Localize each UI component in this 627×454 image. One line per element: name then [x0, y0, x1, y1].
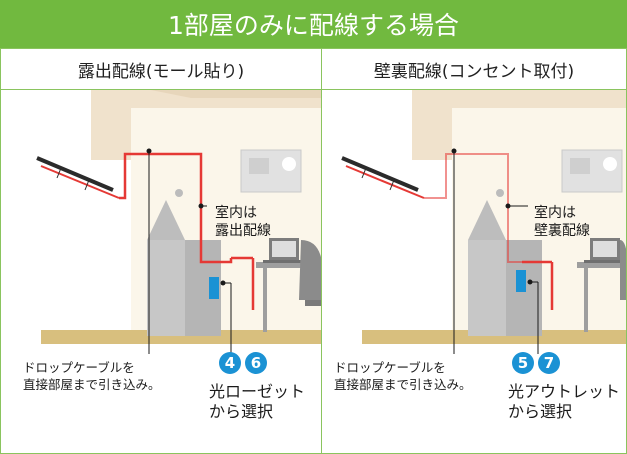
- panel-header: 露出配線(モール貼り): [1, 49, 321, 90]
- hikari-rosette-icon: [209, 277, 219, 299]
- desk: [256, 262, 321, 268]
- room-illustration-exposed: [36, 90, 321, 354]
- badge-number: 7: [538, 352, 560, 374]
- product-badges: 5 7: [512, 352, 560, 374]
- selection-caption: 光ローゼット から選択: [209, 382, 306, 421]
- indoor-cable: [119, 152, 233, 264]
- page-title: 1部屋のみに配線する場合: [0, 0, 627, 48]
- badge-number: 6: [245, 352, 267, 374]
- desk: [577, 262, 626, 268]
- chair: [620, 240, 626, 300]
- cabinet: [468, 240, 506, 336]
- floor: [362, 330, 626, 344]
- cabinet: [147, 240, 185, 336]
- panel-exposed-wiring: 露出配線(モール貼り): [0, 48, 322, 454]
- panel-header: 壁裏配線(コンセント取付): [322, 49, 626, 90]
- product-badges: 4 6: [219, 352, 267, 374]
- room-illustration-concealed: [341, 90, 626, 354]
- hikari-outlet-icon: [516, 270, 526, 292]
- indoor-cable: [424, 153, 522, 263]
- badge-number: 4: [219, 352, 241, 374]
- chair: [299, 240, 321, 300]
- drop-cable-note: ドロップケーブルを 直接部屋まで引き込み。: [334, 360, 472, 392]
- wiring-callout: 室内は 露出配線: [215, 205, 271, 239]
- drop-cable: [36, 156, 114, 192]
- drop-cable-note: ドロップケーブルを 直接部屋まで引き込み。: [23, 360, 161, 392]
- selection-caption: 光アウトレット から選択: [508, 382, 621, 421]
- drop-cable: [341, 156, 419, 192]
- floor: [41, 330, 321, 344]
- badge-number: 5: [512, 352, 534, 374]
- wiring-callout: 室内は 壁裏配線: [534, 205, 590, 239]
- panel-concealed-wiring: 壁裏配線(コンセント取付): [321, 48, 627, 454]
